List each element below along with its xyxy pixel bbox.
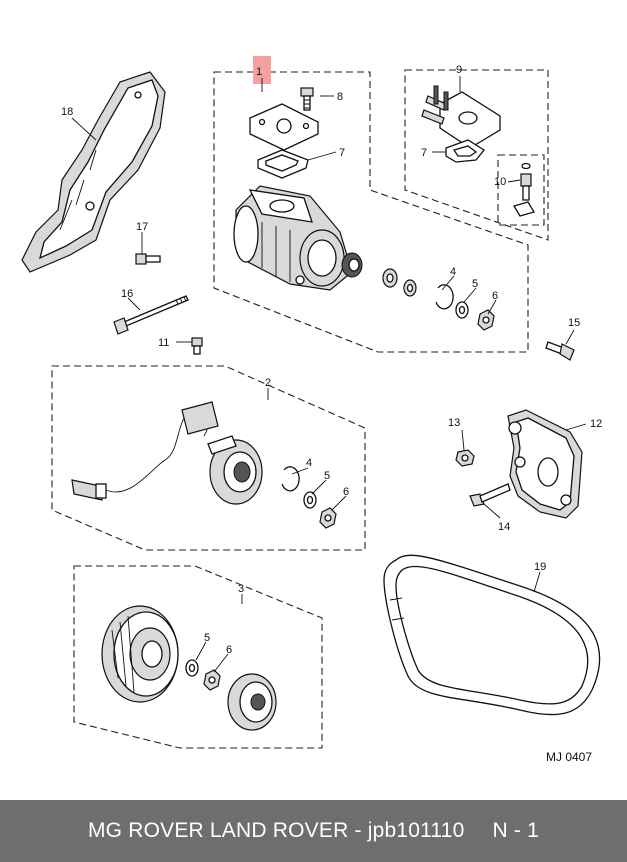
- callout-6-lower: 6: [226, 644, 232, 656]
- callout-10: 10: [494, 176, 506, 188]
- fitting-group-outline: [404, 69, 549, 241]
- clutch-coil-2: [71, 401, 263, 505]
- bolt-15: [545, 341, 575, 361]
- shim-5-middle: [303, 491, 317, 509]
- bolt-17: [135, 253, 161, 265]
- relief-valve-10: [513, 162, 535, 217]
- footer-page: N - 1: [492, 819, 540, 842]
- parts-diagram: 1 8 7 9 7 10 18 17 16 11 15 4 5 6 2 4 5 …: [21, 56, 602, 764]
- long-bolt-16: [113, 295, 189, 335]
- shim-5-upper: [455, 301, 469, 319]
- callout-8: 8: [337, 91, 343, 103]
- callout-7-fitting: 7: [421, 147, 427, 159]
- callout-5-middle: 5: [324, 470, 330, 482]
- callout-6-upper: 6: [492, 290, 498, 302]
- mounting-bracket-12: [507, 409, 583, 519]
- callout-15: 15: [568, 317, 580, 329]
- pulley-group-outline: [73, 565, 323, 749]
- clutch-hub: [227, 673, 277, 731]
- callout-19: 19: [534, 561, 546, 573]
- callout-5-lower: 5: [204, 632, 210, 644]
- gasket-7-fitting: [445, 139, 485, 163]
- callout-5-upper: 5: [472, 278, 478, 290]
- circlip-4-upper: [435, 284, 454, 310]
- nut-6-middle: [319, 507, 337, 529]
- nut-13: [455, 449, 475, 467]
- nut-6-upper: [477, 309, 495, 331]
- callout-18: 18: [61, 106, 73, 118]
- heat-shield-bracket: [21, 71, 166, 273]
- callout-16: 16: [121, 288, 133, 300]
- diagram-code: MJ 0407: [546, 750, 592, 764]
- compressor: [233, 185, 363, 291]
- callout-13: 13: [448, 417, 460, 429]
- callout-6-middle: 6: [343, 486, 349, 498]
- nut-6-lower: [203, 669, 221, 691]
- bolt-11: [191, 337, 203, 355]
- clutch-group-outline: [51, 365, 366, 551]
- callout-17: 17: [136, 221, 148, 233]
- footer-bar: MG ROVER LAND ROVER - jpb101110 N - 1: [0, 800, 627, 862]
- bolt-8: [300, 87, 314, 111]
- callout-2: 2: [265, 377, 271, 389]
- callout-4-middle: 4: [306, 457, 312, 469]
- footer-brand: MG ROVER LAND ROVER - jpb101110: [87, 819, 465, 842]
- circlip-4-middle: [281, 466, 300, 492]
- gasket-7: [257, 149, 309, 179]
- shim-5-lower: [185, 659, 199, 677]
- fitting-plate: [249, 103, 319, 151]
- callout-12: 12: [590, 418, 602, 430]
- valve-subgroup-outline: [497, 154, 545, 226]
- callout-4-upper: 4: [450, 266, 456, 278]
- bolt-14: [469, 483, 511, 507]
- pulley-3: [101, 605, 179, 703]
- callout-9: 9: [456, 64, 462, 76]
- drive-belt-19: [383, 554, 601, 716]
- callout-11: 11: [158, 337, 169, 349]
- callout-7: 7: [339, 147, 345, 159]
- fitting-block-9: [421, 85, 501, 149]
- callout-14: 14: [498, 521, 510, 533]
- seal-parts-row: [382, 268, 417, 297]
- callout-3: 3: [238, 583, 244, 595]
- callout-1-highlight: [253, 56, 271, 84]
- callout-1: 1: [256, 66, 262, 78]
- leader-lines: [71, 76, 587, 673]
